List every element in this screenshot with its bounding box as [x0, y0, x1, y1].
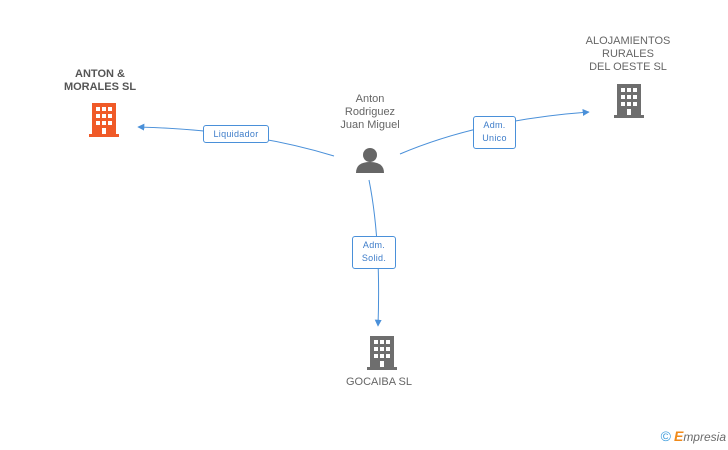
- empresia-watermark: ©Empresia: [661, 428, 726, 444]
- person-name[interactable]: Anton Rodriguez Juan Miguel: [340, 93, 400, 131]
- watermark-initial: E: [673, 428, 684, 444]
- building-icon-gocaiba[interactable]: [367, 336, 397, 370]
- copyright-icon: ©: [660, 428, 671, 444]
- company-name-alojamientos[interactable]: ALOJAMIENTOS RURALES DEL OESTE SL: [585, 35, 671, 73]
- building-icon-alojamientos[interactable]: [614, 84, 644, 118]
- building-icon-anton-morales[interactable]: [89, 103, 119, 137]
- edge-label-liquidador: Liquidador: [203, 125, 269, 143]
- company-name-gocaiba[interactable]: GOCAIBA SL: [345, 376, 413, 388]
- person-icon[interactable]: [356, 148, 384, 173]
- company-name-anton-morales[interactable]: ANTON & MORALES SL: [63, 68, 137, 93]
- edge-label-adm-unico: Adm. Unico: [473, 116, 516, 149]
- watermark-text: mpresia: [683, 430, 726, 444]
- edge-label-adm-solid: Adm. Solid.: [352, 236, 396, 269]
